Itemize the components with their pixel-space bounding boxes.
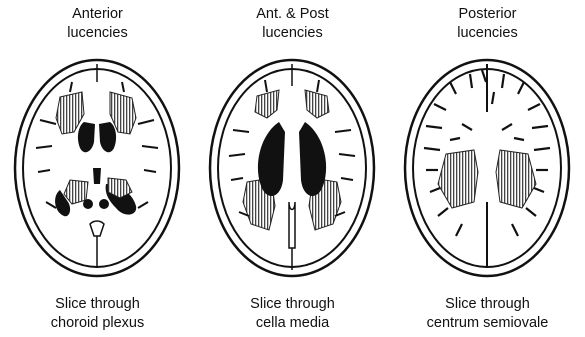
caption-line: cella media bbox=[195, 314, 390, 333]
third-ventricle bbox=[93, 168, 101, 184]
occipital-notch bbox=[90, 221, 104, 236]
caption-line: Slice through bbox=[195, 295, 390, 314]
brain-slice-drawing bbox=[195, 52, 390, 287]
choroid-right bbox=[99, 199, 109, 209]
bottom-caption: Slice through centrum semiovale bbox=[390, 295, 585, 333]
caption-line: Posterior bbox=[390, 5, 585, 24]
top-caption: Anterior lucencies bbox=[0, 5, 195, 43]
panel-posterior: Posterior lucencies bbox=[390, 0, 585, 337]
brain-slice-drawing bbox=[390, 52, 585, 287]
choroid-left bbox=[83, 199, 93, 209]
left-anterior-lucency bbox=[255, 90, 279, 118]
caption-line: centrum semiovale bbox=[390, 314, 585, 333]
panel-anterior-posterior: Ant. & Post lucencies bbox=[195, 0, 390, 337]
top-caption: Ant. & Post lucencies bbox=[195, 5, 390, 43]
skull-inner bbox=[218, 69, 366, 267]
left-ventricle bbox=[78, 122, 95, 152]
caption-line: lucencies bbox=[0, 24, 195, 43]
septum bbox=[289, 202, 295, 248]
caption-line: lucencies bbox=[390, 24, 585, 43]
skull-outer bbox=[210, 60, 374, 276]
left-atrium-lucency bbox=[64, 180, 88, 204]
brain-slice-drawing bbox=[0, 52, 195, 287]
caption-line: Slice through bbox=[390, 295, 585, 314]
caption-line: Anterior bbox=[0, 5, 195, 24]
caption-line: Ant. & Post bbox=[195, 5, 390, 24]
bottom-caption: Slice through cella media bbox=[195, 295, 390, 333]
bottom-caption: Slice through choroid plexus bbox=[0, 295, 195, 333]
caption-line: choroid plexus bbox=[0, 314, 195, 333]
caption-line: Slice through bbox=[0, 295, 195, 314]
left-posterior-lucency bbox=[438, 150, 478, 208]
right-anterior-lucency bbox=[305, 90, 329, 118]
left-lateral-ventricle bbox=[258, 122, 285, 196]
panel-anterior: Anterior lucencies bbox=[0, 0, 195, 337]
right-posterior-lucency bbox=[496, 150, 536, 208]
top-caption: Posterior lucencies bbox=[390, 5, 585, 43]
caption-line: lucencies bbox=[195, 24, 390, 43]
right-ventricle bbox=[99, 122, 116, 152]
sulci bbox=[36, 82, 158, 208]
right-lateral-ventricle bbox=[299, 122, 326, 196]
